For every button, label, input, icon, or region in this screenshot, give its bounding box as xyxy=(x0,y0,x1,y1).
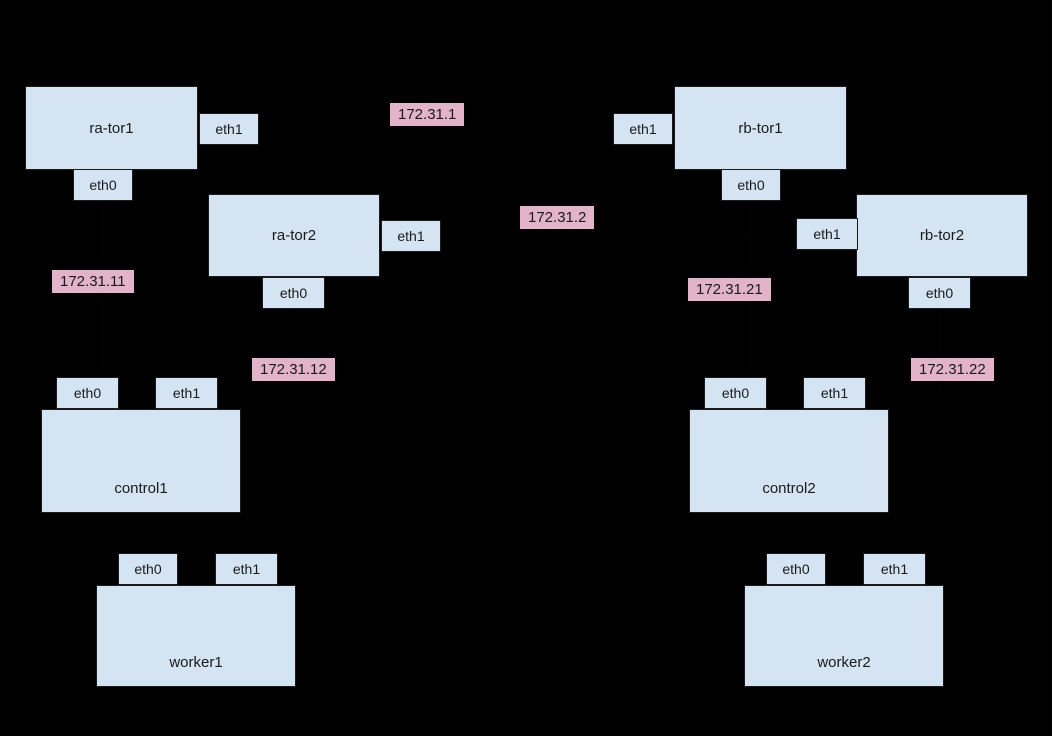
node-control1[interactable]: control1 xyxy=(41,409,241,513)
interface-label: eth0 xyxy=(721,385,750,401)
ip-label[interactable]: 172.31.2 xyxy=(520,206,595,229)
interface-label: eth0 xyxy=(737,177,765,193)
interface-label: eth1 xyxy=(215,121,243,137)
interface-label: eth0 xyxy=(279,285,308,301)
ip-label-text: 172.31.1 xyxy=(398,106,457,123)
ip-label-text: 172.31.12 xyxy=(260,361,327,378)
interface-rb-tor1-eth0[interactable]: eth0 xyxy=(721,169,781,201)
node-control2[interactable]: control2 xyxy=(689,409,889,513)
interface-label: eth1 xyxy=(813,226,841,242)
interface-ra-tor1-eth1[interactable]: eth1 xyxy=(199,113,259,145)
interface-worker1-eth0[interactable]: eth0 xyxy=(118,553,178,585)
node-label: rb-tor1 xyxy=(738,119,783,137)
node-worker2[interactable]: worker2 xyxy=(744,585,944,687)
interface-label: eth1 xyxy=(172,385,201,401)
interface-rb-tor2-eth1[interactable]: eth1 xyxy=(796,218,858,250)
interface-label: eth1 xyxy=(232,561,261,577)
ip-label[interactable]: 172.31.11 xyxy=(52,270,134,293)
node-rb-tor1[interactable]: rb-tor1 xyxy=(674,86,847,170)
interface-ra-tor2-eth1[interactable]: eth1 xyxy=(381,220,441,252)
interface-label: eth0 xyxy=(925,285,954,301)
interface-control2-eth1[interactable]: eth1 xyxy=(803,377,866,409)
node-worker1[interactable]: worker1 xyxy=(96,585,296,687)
node-label: ra-tor2 xyxy=(271,227,317,244)
interface-control1-eth1[interactable]: eth1 xyxy=(155,377,218,409)
interface-label: eth1 xyxy=(820,385,849,401)
interface-worker2-eth1[interactable]: eth1 xyxy=(863,553,926,585)
interface-label: eth1 xyxy=(629,121,657,137)
node-ra-tor2[interactable]: ra-tor2 xyxy=(208,194,380,277)
node-label: control1 xyxy=(114,480,168,497)
ip-label-text: 172.31.11 xyxy=(60,273,126,290)
interface-label: eth1 xyxy=(397,228,425,244)
interface-ra-tor1-eth0[interactable]: eth0 xyxy=(73,169,133,201)
interface-label: eth1 xyxy=(880,561,909,577)
ip-label[interactable]: 172.31.21 xyxy=(688,278,771,301)
interface-rb-tor2-eth0[interactable]: eth0 xyxy=(908,277,971,309)
interface-control2-eth0[interactable]: eth0 xyxy=(704,377,767,409)
interface-label: eth0 xyxy=(782,561,810,577)
interface-control1-eth0[interactable]: eth0 xyxy=(56,377,119,409)
interface-rb-tor1-eth1[interactable]: eth1 xyxy=(613,113,673,145)
interface-ra-tor2-eth0[interactable]: eth0 xyxy=(262,277,325,309)
ip-label[interactable]: 172.31.22 xyxy=(911,358,994,381)
node-label: worker2 xyxy=(817,654,871,671)
ip-label[interactable]: 172.31.1 xyxy=(390,103,465,126)
interface-label: eth0 xyxy=(73,385,102,401)
node-label: ra-tor1 xyxy=(89,119,134,137)
link-ra-tor1-eth0-control1 xyxy=(87,201,104,394)
node-label: control2 xyxy=(762,480,816,497)
ip-label-text: 172.31.22 xyxy=(919,361,986,378)
node-label: rb-tor2 xyxy=(919,227,965,244)
node-label: worker1 xyxy=(169,654,223,671)
interface-label: eth0 xyxy=(134,561,162,577)
ip-label-text: 172.31.2 xyxy=(528,209,587,226)
interface-worker1-eth1[interactable]: eth1 xyxy=(215,553,278,585)
node-ra-tor1[interactable]: ra-tor1 xyxy=(25,86,198,170)
interface-worker2-eth0[interactable]: eth0 xyxy=(766,553,826,585)
ip-label-text: 172.31.21 xyxy=(696,281,763,298)
interface-label: eth0 xyxy=(89,177,117,193)
node-rb-tor2[interactable]: rb-tor2 xyxy=(856,194,1028,277)
ip-label[interactable]: 172.31.12 xyxy=(252,358,335,381)
